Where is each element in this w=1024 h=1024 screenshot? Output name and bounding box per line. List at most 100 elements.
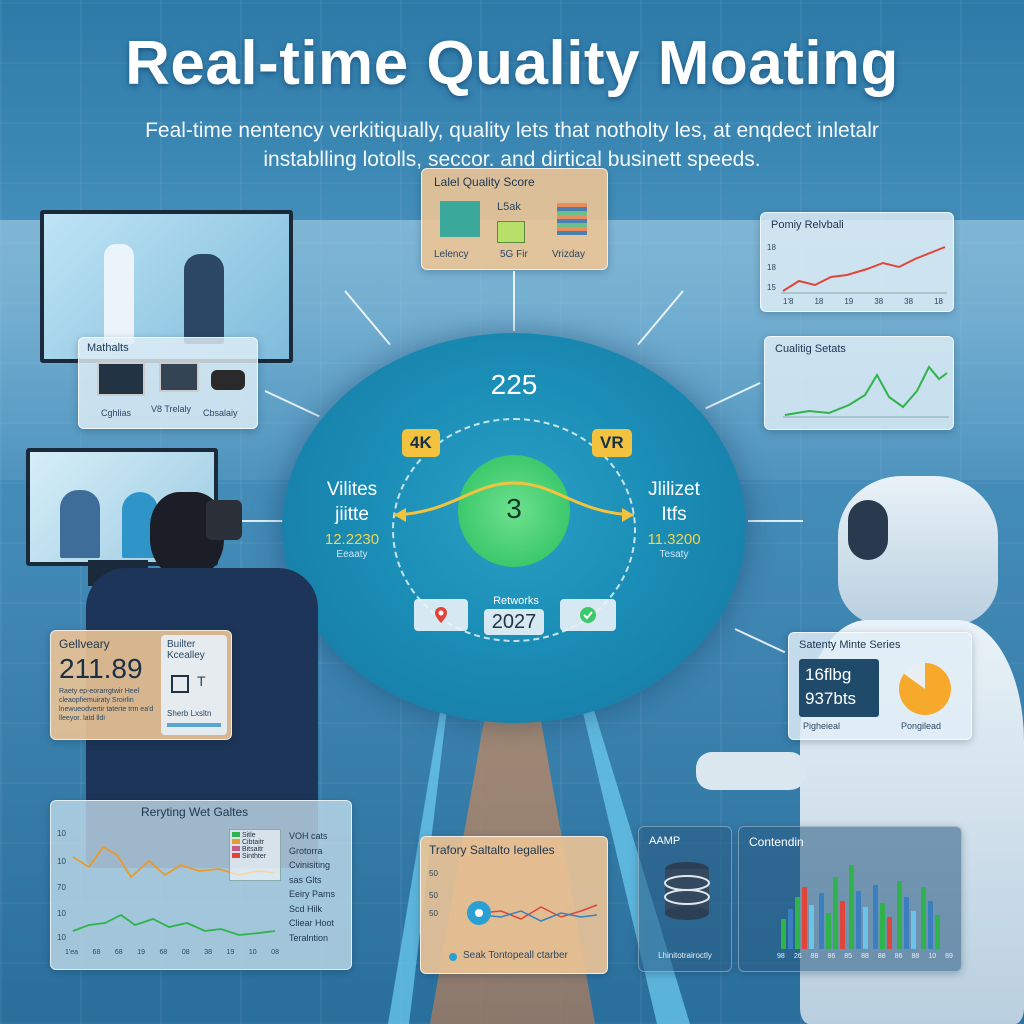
delivery-value: 211.89 — [59, 653, 143, 684]
content-bar-chart — [781, 865, 940, 949]
bar — [840, 901, 845, 949]
hub-left-label-line-2: jiitte — [335, 504, 369, 525]
bar — [826, 913, 831, 949]
signal-wave-path — [393, 481, 635, 517]
bar — [781, 919, 786, 949]
hub-left-label-line-1: Vilites — [326, 479, 378, 500]
footer-dot-icon — [449, 953, 457, 961]
subtitle-line-1: Feal-time nentency verkitiqually, qualit… — [145, 119, 879, 142]
rel-ytick-3: 15 — [767, 283, 776, 292]
reporting-title: Reryting Wet Galtes — [141, 805, 249, 819]
central-hub[interactable]: 225 3 4K VR Vilites jiitte 12.2230 Eeaat… — [282, 333, 746, 723]
hub-right-value: 11.3200 — [647, 531, 701, 548]
vr-user-figure — [184, 254, 224, 344]
content-xtick: 88 — [810, 953, 819, 960]
hub-left-label: Vilites jiitte — [312, 477, 392, 527]
bar — [928, 901, 933, 949]
reporting-panel[interactable]: Reryting Wet Galtes 10 10 70 10 10 1'ea … — [50, 800, 352, 970]
bar — [873, 885, 878, 949]
content-xtick: 86 — [894, 953, 903, 960]
content-title: Contendin — [749, 835, 804, 849]
latency-bars-icon — [440, 201, 480, 237]
hub-core[interactable] — [458, 455, 570, 567]
reliability-title: Pomiy Relvbali — [771, 219, 844, 231]
page-title: Real-time Quality Moating — [125, 29, 899, 98]
location-chip[interactable] — [414, 599, 468, 631]
rep-ytick-3: 70 — [57, 883, 66, 892]
content-xtick: 85 — [844, 953, 853, 960]
content-xtick: 88 — [877, 953, 886, 960]
subtitle-line-2: instablling lotolls, seccor. and dirtica… — [263, 148, 761, 171]
quality-stats-title: Cualitig Setats — [775, 343, 846, 355]
quality-score-title: Lalel Quality Score — [434, 175, 535, 189]
rel-xticks: 1'8 18 19 38 38 18 — [783, 297, 943, 306]
rep-xtick: 19 — [226, 949, 235, 956]
quality-label-2: 5G Fir — [500, 249, 528, 260]
bar — [849, 865, 854, 949]
amp-panel[interactable]: AAMP Lhinitotrairoctly — [638, 826, 732, 972]
quality-label-1: Lelency — [434, 249, 469, 260]
devices-title: Mathalts — [87, 342, 129, 354]
content-xtick: 88 — [911, 953, 920, 960]
bar — [833, 877, 838, 949]
device-label-3: Cbsalaiy — [203, 408, 238, 418]
legend-label-3: Bitsaitr — [241, 846, 264, 853]
content-xtick: 88 — [861, 953, 869, 960]
delivery-title: Gellveary — [59, 637, 110, 651]
wave-arrow-left — [394, 508, 406, 522]
safety-value-2: 937bts — [805, 689, 857, 708]
vr-headset-icon — [206, 500, 242, 540]
networks-value: 2027 — [484, 609, 544, 635]
builder-subpanel[interactable]: Builter Kcealley T Sherb Lxsltn — [161, 635, 227, 735]
devices-panel[interactable]: Mathalts Cghlias V8 Trelaly Cbsalaiy — [78, 337, 258, 429]
tag-vr[interactable]: VR — [592, 429, 632, 457]
laptop-icon — [159, 362, 199, 392]
safety-value-box: 16flbg 937bts — [799, 659, 879, 717]
bar — [795, 897, 800, 949]
note-6: Scd Hilk — [289, 903, 323, 914]
checkbox-icon — [171, 675, 189, 693]
amp-title: AAMP — [649, 835, 681, 847]
builder-value: T — [197, 673, 206, 689]
quality-stats-line — [784, 365, 948, 416]
bar — [921, 887, 926, 949]
hub-right-label: Jlilizet Itfs — [634, 477, 714, 527]
content-xtick: 89 — [945, 953, 953, 960]
bar — [809, 905, 814, 949]
quality-score-mid: L5ak — [497, 201, 521, 213]
rep-ytick-5: 10 — [57, 933, 66, 942]
trajectory-series-red — [480, 904, 598, 920]
check-circle-icon — [580, 607, 596, 623]
reliability-series-line — [782, 246, 946, 292]
bar — [904, 897, 909, 949]
safety-value-1: 16flbg — [805, 665, 852, 684]
hub-top-value: 225 — [490, 369, 538, 400]
safety-panel[interactable]: Satenty Minte Series 16flbg 937bts Pighe… — [788, 632, 972, 740]
rep-xtick: 19 — [137, 949, 145, 956]
tag-4k[interactable]: 4K — [402, 429, 440, 457]
trajectory-panel[interactable]: Trafory Saltalto Iegalles 50 50 50 Seak … — [420, 836, 608, 974]
safety-label-2: Pongilead — [901, 721, 942, 731]
legend-label-1: Sitle — [241, 832, 256, 839]
delivery-panel[interactable]: Gellveary 211.89 Raety ep-eorarrgtwir He… — [50, 630, 232, 740]
traj-ytick-3: 50 — [429, 909, 438, 918]
rel-xtick: 19 — [844, 297, 854, 306]
check-chip[interactable] — [560, 599, 616, 631]
rep-ytick-2: 10 — [57, 857, 66, 866]
reporting-notes: VOH cats Grotorra Cvinisiting sas Glts E… — [289, 829, 335, 945]
reliability-panel[interactable]: Pomiy Relvbali 18 18 15 1'8 18 19 38 38 … — [760, 212, 954, 312]
hub-left-sub: Eeaaty — [336, 549, 368, 560]
rel-xtick: 38 — [874, 297, 884, 306]
quality-score-panel[interactable]: Lalel Quality Score L5ak Lelency 5G Fir … — [421, 168, 608, 270]
quality-stats-panel[interactable]: Cualitig Setats — [764, 336, 954, 430]
bar — [880, 903, 885, 949]
hub-right-label-line-1: Jlilizet — [648, 479, 700, 500]
trajectory-footer: Seak Tontopeall ctarber — [463, 950, 568, 961]
reporting-series-green — [72, 913, 276, 936]
content-panel[interactable]: Contendin 98 26 88 86 85 88 88 86 88 10 … — [738, 826, 962, 972]
wave-arrow-right — [622, 508, 634, 522]
builder-title: Builter Kcealley — [167, 639, 205, 661]
traj-ytick-2: 50 — [429, 891, 438, 900]
pie-slice — [899, 663, 951, 715]
quality-stats-chart — [783, 365, 949, 418]
